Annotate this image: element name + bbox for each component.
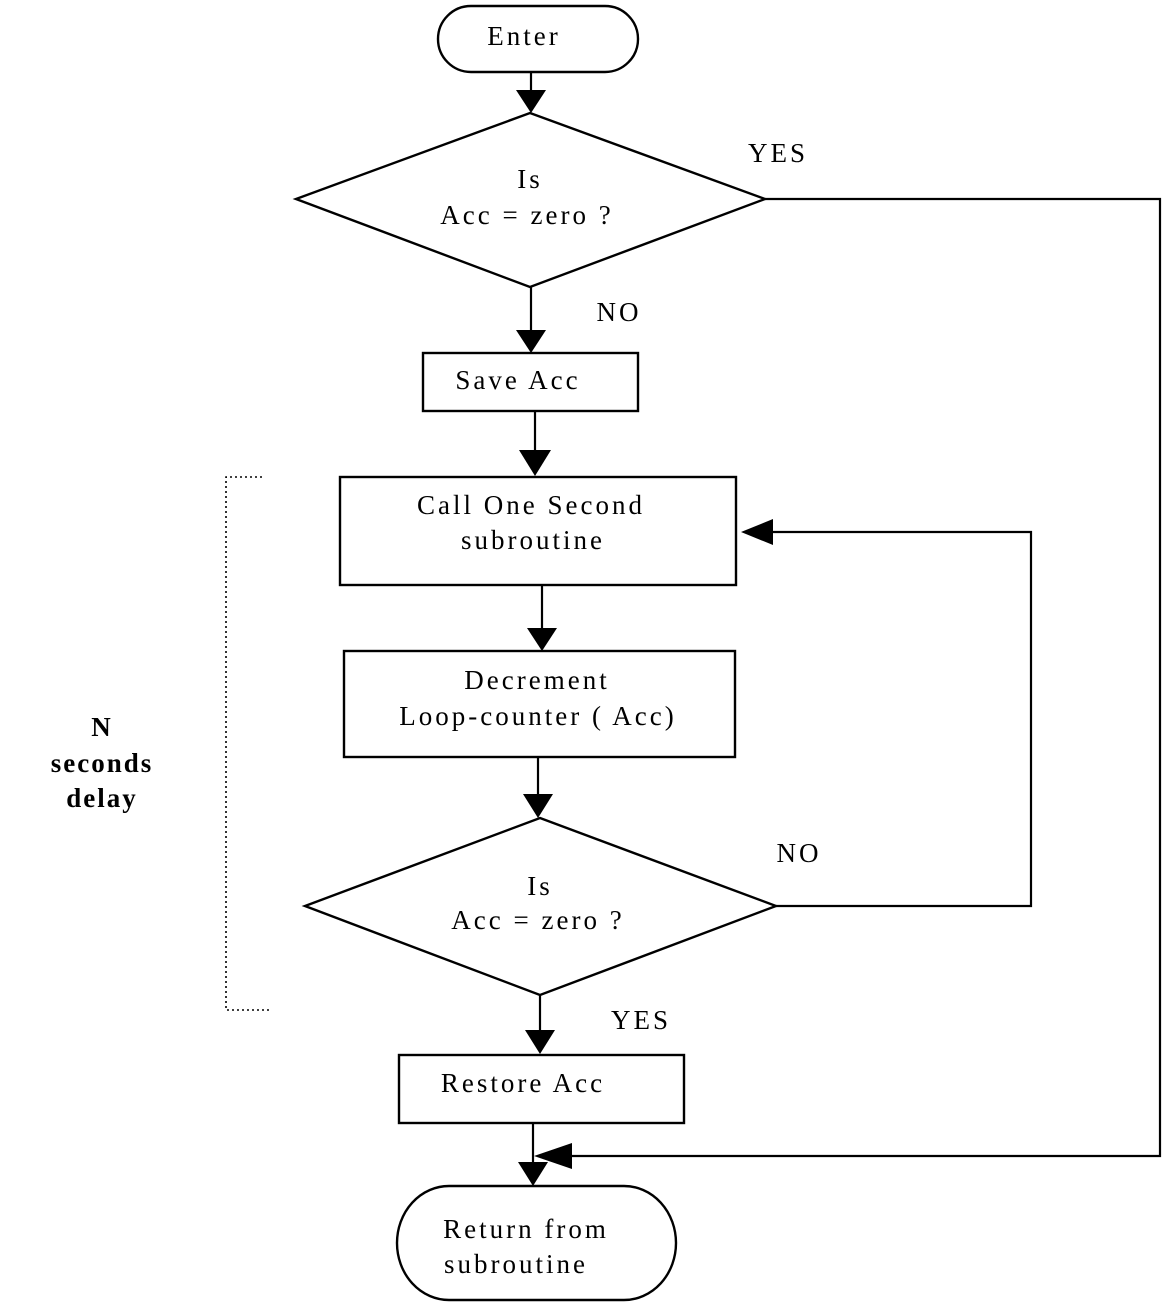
- call-one-second-box: [338, 475, 738, 587]
- bracket-label-seconds: seconds: [51, 748, 154, 778]
- edge-loop-back: [770, 530, 1033, 908]
- decision-loop-line2: Acc = zero ?: [451, 905, 624, 935]
- decision-start-line1: Is: [517, 164, 543, 194]
- edge-label-loop-no: NO: [777, 838, 822, 868]
- enter-terminal: [436, 4, 640, 74]
- arrowhead-decrement: [527, 628, 557, 651]
- edge-label-loop-yes: YES: [611, 1005, 671, 1035]
- arrowhead-decision-2: [523, 794, 553, 818]
- restore-acc-label: Restore Acc: [441, 1068, 605, 1098]
- return-line2: subroutine: [444, 1249, 588, 1279]
- delay-bracket: [225, 476, 272, 1011]
- save-acc-box: [421, 351, 640, 413]
- save-acc-label: Save Acc: [455, 365, 580, 395]
- enter-label: Enter: [487, 21, 560, 51]
- call-one-second-line1: Call One Second: [417, 490, 645, 520]
- bracket-label-n: N: [91, 712, 113, 742]
- call-one-second-line2: subroutine: [461, 525, 605, 555]
- decrement-line2: Loop-counter ( Acc): [399, 701, 676, 731]
- bracket-label-delay: delay: [66, 783, 138, 813]
- arrowhead-bypass: [534, 1143, 572, 1169]
- arrowhead-loop-back: [741, 519, 773, 545]
- decision-loop-line1: Is: [527, 871, 553, 901]
- edge-yes-bypass: [568, 197, 1162, 1158]
- arrowhead-restore: [525, 1030, 555, 1054]
- edge-label-start-yes: YES: [748, 138, 808, 168]
- arrowhead-decision-1: [516, 90, 546, 113]
- return-terminal: [395, 1184, 678, 1302]
- edge-label-start-no: NO: [597, 297, 642, 327]
- arrowhead-save: [516, 330, 546, 353]
- arrowhead-call: [519, 450, 551, 476]
- return-line1: Return from: [443, 1214, 609, 1244]
- decision-start-line2: Acc = zero ?: [440, 200, 613, 230]
- restore-acc-box: [397, 1053, 686, 1125]
- decrement-line1: Decrement: [464, 665, 609, 695]
- decrement-box: [342, 649, 737, 759]
- arrowhead-return: [518, 1162, 548, 1186]
